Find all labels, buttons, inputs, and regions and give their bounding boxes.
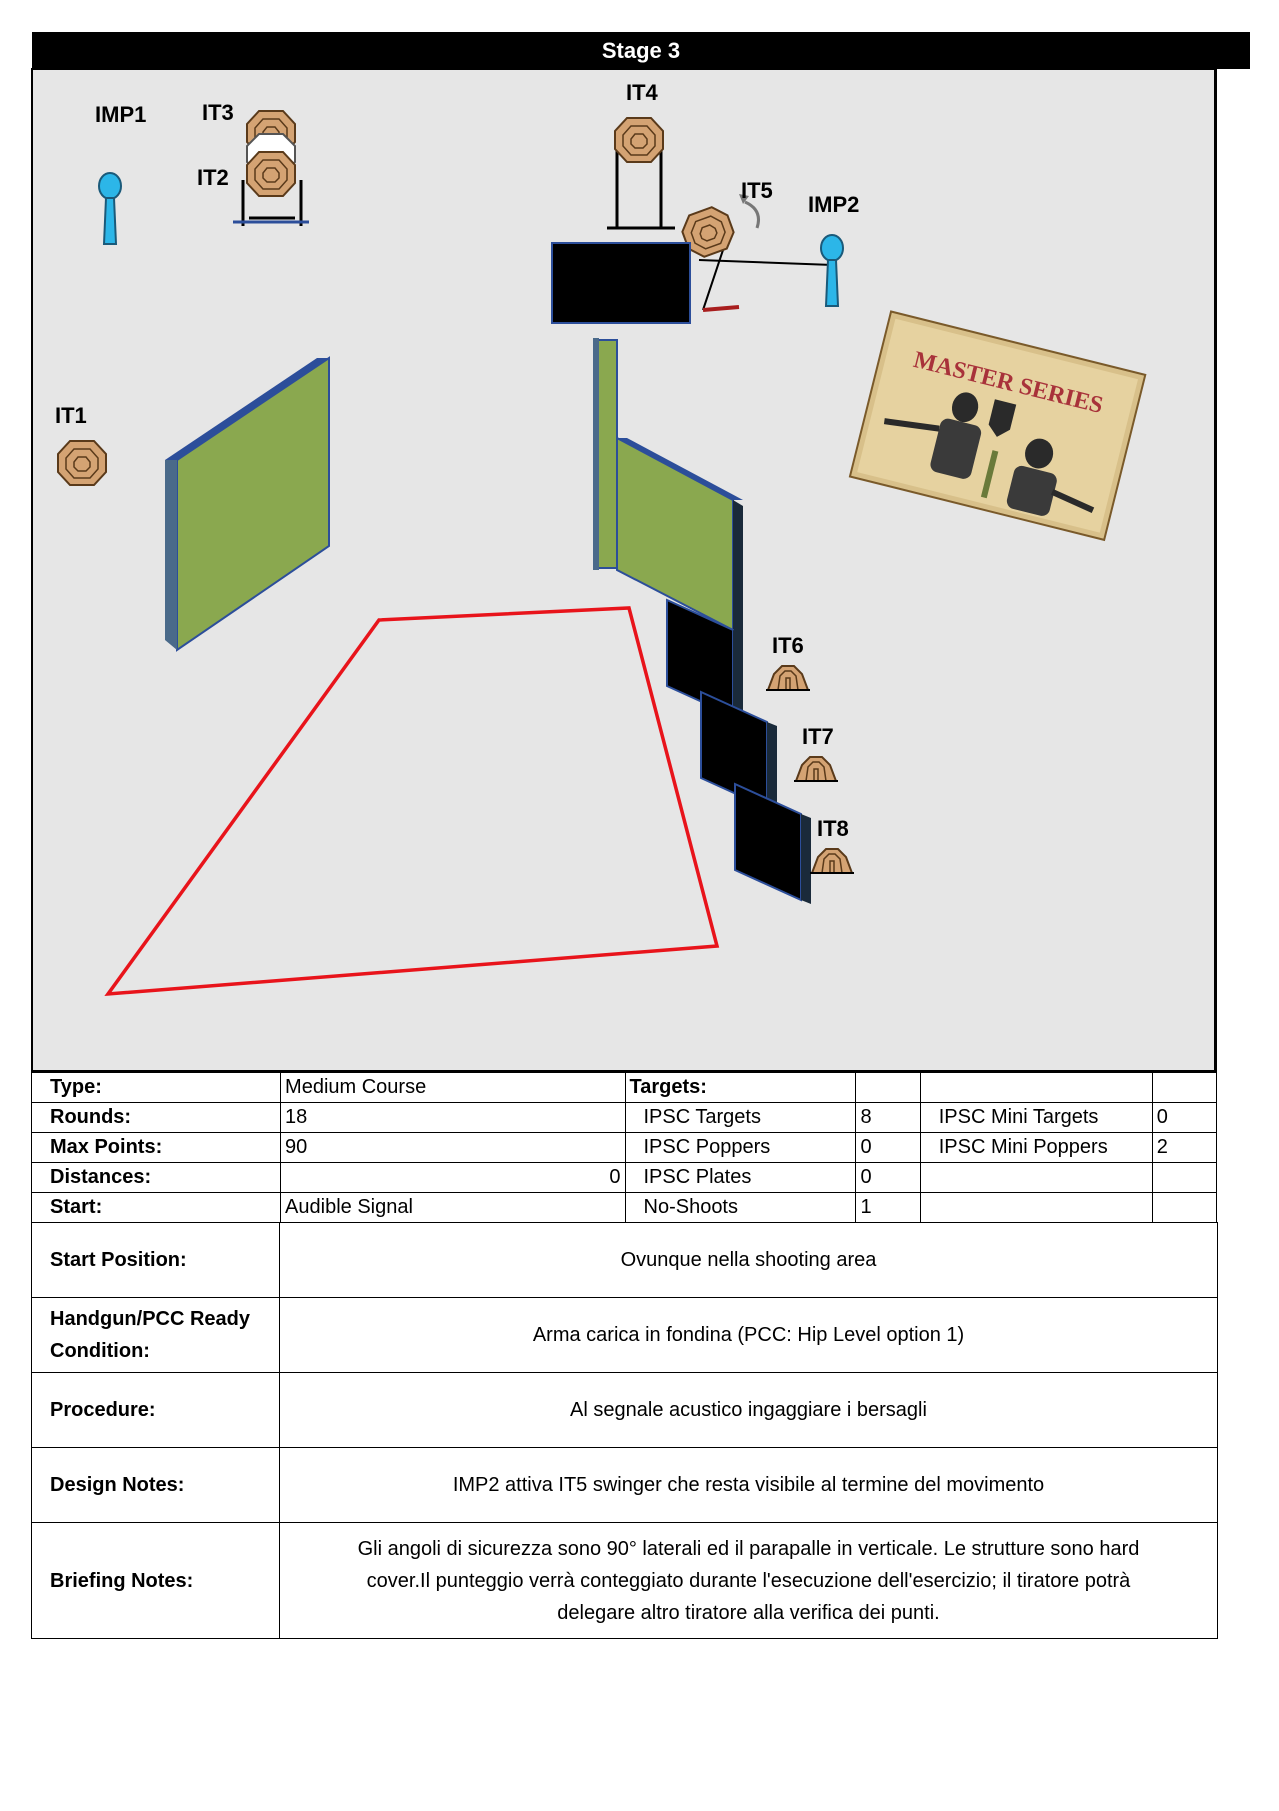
info-row-maxpoints: Max Points: 90 IPSC Poppers 0 IPSC Mini … bbox=[30, 1132, 1218, 1163]
master-series-logo: MASTER SERIES bbox=[848, 310, 1147, 542]
target-stand-it4 bbox=[607, 150, 675, 230]
stage-notes-table: Start Position: Ovunque nella shooting a… bbox=[31, 1222, 1218, 1639]
ready-condition-label-line2: Condition: bbox=[50, 1340, 150, 1362]
stage-title: Stage 3 bbox=[32, 32, 1250, 69]
ipsc-poppers-value: 0 bbox=[855, 1132, 921, 1163]
info-row-rounds: Rounds: 18 IPSC Targets 8 IPSC Mini Targ… bbox=[30, 1102, 1218, 1133]
start-position-label: Start Position: bbox=[31, 1222, 280, 1298]
info-row-type: Type: Medium Course Targets: bbox=[30, 1072, 1218, 1103]
label-it7: IT7 bbox=[802, 724, 834, 749]
maxpoints-value: 90 bbox=[280, 1132, 626, 1163]
empty-cell bbox=[1151, 1072, 1218, 1103]
label-it3: IT3 bbox=[202, 100, 234, 125]
popper-imp1 bbox=[98, 172, 122, 245]
label-imp2: IMP2 bbox=[808, 192, 859, 217]
mini-targets-label: IPSC Mini Targets bbox=[919, 1102, 1153, 1133]
design-notes-label: Design Notes: bbox=[31, 1447, 280, 1523]
notes-row-briefing: Briefing Notes: Gli angoli di sicurezza … bbox=[31, 1522, 1218, 1639]
label-it8: IT8 bbox=[817, 816, 849, 841]
mini-target-it6 bbox=[765, 665, 811, 691]
start-position-value: Ovunque nella shooting area bbox=[279, 1222, 1218, 1298]
mini-poppers-label: IPSC Mini Poppers bbox=[919, 1132, 1153, 1163]
left-wall bbox=[165, 356, 330, 652]
distances-label: Distances: bbox=[30, 1162, 282, 1193]
target-it1 bbox=[57, 440, 107, 486]
notes-row-start-position: Start Position: Ovunque nella shooting a… bbox=[31, 1222, 1218, 1298]
targets-label: Targets: bbox=[624, 1072, 857, 1103]
hard-cover-panel-3 bbox=[734, 782, 811, 904]
hard-cover-panel-1 bbox=[666, 598, 743, 720]
center-post-wall bbox=[593, 338, 618, 570]
rounds-value: 18 bbox=[280, 1102, 626, 1133]
label-it4: IT4 bbox=[626, 80, 659, 105]
rounds-label: Rounds: bbox=[30, 1102, 282, 1133]
start-value: Audible Signal bbox=[280, 1192, 626, 1223]
ready-condition-label: Handgun/PCC Ready Condition: bbox=[31, 1297, 280, 1373]
swinger-arm bbox=[698, 249, 834, 312]
label-imp1: IMP1 bbox=[95, 102, 146, 127]
no-shoots-value: 1 bbox=[855, 1192, 921, 1223]
info-row-distances: Distances: 0 IPSC Plates 0 bbox=[30, 1162, 1218, 1193]
mini-poppers-value: 2 bbox=[1151, 1132, 1218, 1163]
popper-imp2 bbox=[820, 234, 844, 307]
target-stand-it2-it3 bbox=[233, 180, 309, 226]
empty-cell bbox=[1151, 1162, 1218, 1193]
notes-row-ready-condition: Handgun/PCC Ready Condition: Arma carica… bbox=[31, 1297, 1218, 1373]
procedure-label: Procedure: bbox=[31, 1372, 280, 1448]
design-notes-value: IMP2 attiva IT5 swinger che resta visibi… bbox=[279, 1447, 1218, 1523]
empty-cell bbox=[919, 1192, 1153, 1223]
label-it5: IT5 bbox=[741, 178, 773, 203]
empty-cell bbox=[919, 1162, 1153, 1193]
mini-target-it8 bbox=[809, 848, 855, 874]
shooting-area bbox=[104, 606, 720, 997]
empty-cell bbox=[919, 1072, 1153, 1103]
procedure-value: Al segnale acustico ingaggiare i bersagl… bbox=[279, 1372, 1218, 1448]
ipsc-plates-label: IPSC Plates bbox=[624, 1162, 857, 1193]
briefing-line-2: cover.Il punteggio verrà conteggiato dur… bbox=[366, 1569, 1131, 1592]
briefing-line-3: delegare altro tiratore alla verifica de… bbox=[557, 1601, 940, 1624]
ipsc-targets-value: 8 bbox=[855, 1102, 921, 1133]
label-it2: IT2 bbox=[197, 165, 229, 190]
start-label: Start: bbox=[30, 1192, 282, 1223]
ipsc-plates-value: 0 bbox=[855, 1162, 921, 1193]
mini-target-it7 bbox=[793, 756, 839, 782]
ready-condition-label-line1: Handgun/PCC Ready bbox=[50, 1308, 251, 1330]
hard-cover-block bbox=[551, 242, 691, 324]
maxpoints-label: Max Points: bbox=[30, 1132, 282, 1163]
label-it6: IT6 bbox=[772, 633, 804, 658]
type-value: Medium Course bbox=[280, 1072, 626, 1103]
briefing-notes-label: Briefing Notes: bbox=[31, 1522, 280, 1639]
briefing-line-1: Gli angoli di sicurezza sono 90° lateral… bbox=[357, 1537, 1140, 1560]
stage-diagram: IT1 IMP1 IT3 IT2 IT4 bbox=[31, 68, 1217, 1072]
info-row-start: Start: Audible Signal No-Shoots 1 bbox=[30, 1192, 1218, 1223]
notes-row-procedure: Procedure: Al segnale acustico ingaggiar… bbox=[31, 1372, 1218, 1448]
mini-targets-value: 0 bbox=[1151, 1102, 1218, 1133]
type-label: Type: bbox=[30, 1072, 282, 1103]
no-shoots-label: No-Shoots bbox=[624, 1192, 857, 1223]
ipsc-targets-label: IPSC Targets bbox=[624, 1102, 857, 1133]
target-it2 bbox=[246, 151, 296, 197]
swing-arrow-icon bbox=[739, 194, 760, 229]
notes-row-design: Design Notes: IMP2 attiva IT5 swinger ch… bbox=[31, 1447, 1218, 1523]
target-it4 bbox=[614, 117, 664, 163]
ready-condition-value: Arma carica in fondina (PCC: Hip Level o… bbox=[279, 1297, 1218, 1373]
briefing-notes-value: Gli angoli di sicurezza sono 90° lateral… bbox=[279, 1522, 1218, 1639]
hard-cover-panel-2 bbox=[700, 690, 777, 812]
distances-value: 0 bbox=[280, 1162, 626, 1193]
empty-cell bbox=[1151, 1192, 1218, 1223]
stage-info-table: Type: Medium Course Targets: Rounds: 18 … bbox=[30, 1072, 1218, 1223]
ipsc-poppers-label: IPSC Poppers bbox=[624, 1132, 857, 1163]
label-it1: IT1 bbox=[55, 403, 87, 428]
stage-diagram-svg: IT1 IMP1 IT3 IT2 IT4 bbox=[55, 80, 1147, 997]
empty-cell bbox=[855, 1072, 921, 1103]
